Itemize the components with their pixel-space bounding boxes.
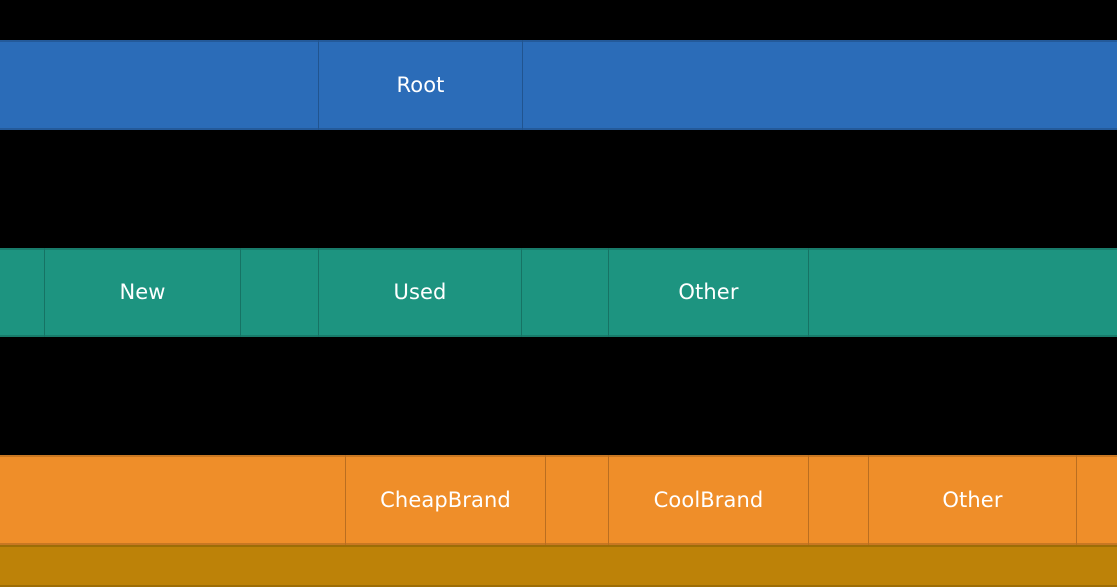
node-condition-level-unlabeled-4[interactable] — [521, 248, 608, 337]
node-brand-level-cheapbrand[interactable]: CheapBrand — [345, 455, 545, 545]
node-label: New — [119, 280, 166, 304]
node-condition-level-unlabeled-0[interactable] — [0, 248, 44, 337]
level-band-leaf-level — [0, 545, 1117, 587]
node-brand-level-unlabeled-4[interactable] — [808, 455, 868, 545]
node-root-level-unlabeled-0[interactable] — [0, 40, 318, 130]
node-brand-level-other[interactable]: Other — [868, 455, 1076, 545]
node-brand-level-unlabeled-0[interactable] — [0, 455, 345, 545]
node-condition-level-unlabeled-2[interactable] — [240, 248, 318, 337]
node-label: Other — [678, 280, 739, 304]
node-condition-level-unlabeled-6[interactable] — [808, 248, 1117, 337]
node-root-level-unlabeled-2[interactable] — [522, 40, 1117, 130]
level-band-root-level: Root — [0, 40, 1117, 130]
node-label: CheapBrand — [380, 487, 511, 512]
node-leaf-level-unlabeled-0[interactable] — [0, 545, 1117, 587]
node-label: CoolBrand — [653, 487, 764, 512]
level-band-condition-level: New Used Other — [0, 248, 1117, 337]
node-label: Other — [942, 487, 1003, 512]
node-condition-level-other[interactable]: Other — [608, 248, 808, 337]
node-condition-level-used[interactable]: Used — [318, 248, 521, 337]
level-band-brand-level: CheapBrand CoolBrand Other — [0, 455, 1117, 545]
node-label: Root — [396, 72, 445, 97]
node-brand-level-coolbrand[interactable]: CoolBrand — [608, 455, 808, 545]
node-brand-level-unlabeled-2[interactable] — [545, 455, 608, 545]
node-condition-level-new[interactable]: New — [44, 248, 240, 337]
node-label: Used — [393, 280, 447, 304]
node-root-level-root[interactable]: Root — [318, 40, 522, 130]
node-brand-level-unlabeled-6[interactable] — [1076, 455, 1117, 545]
